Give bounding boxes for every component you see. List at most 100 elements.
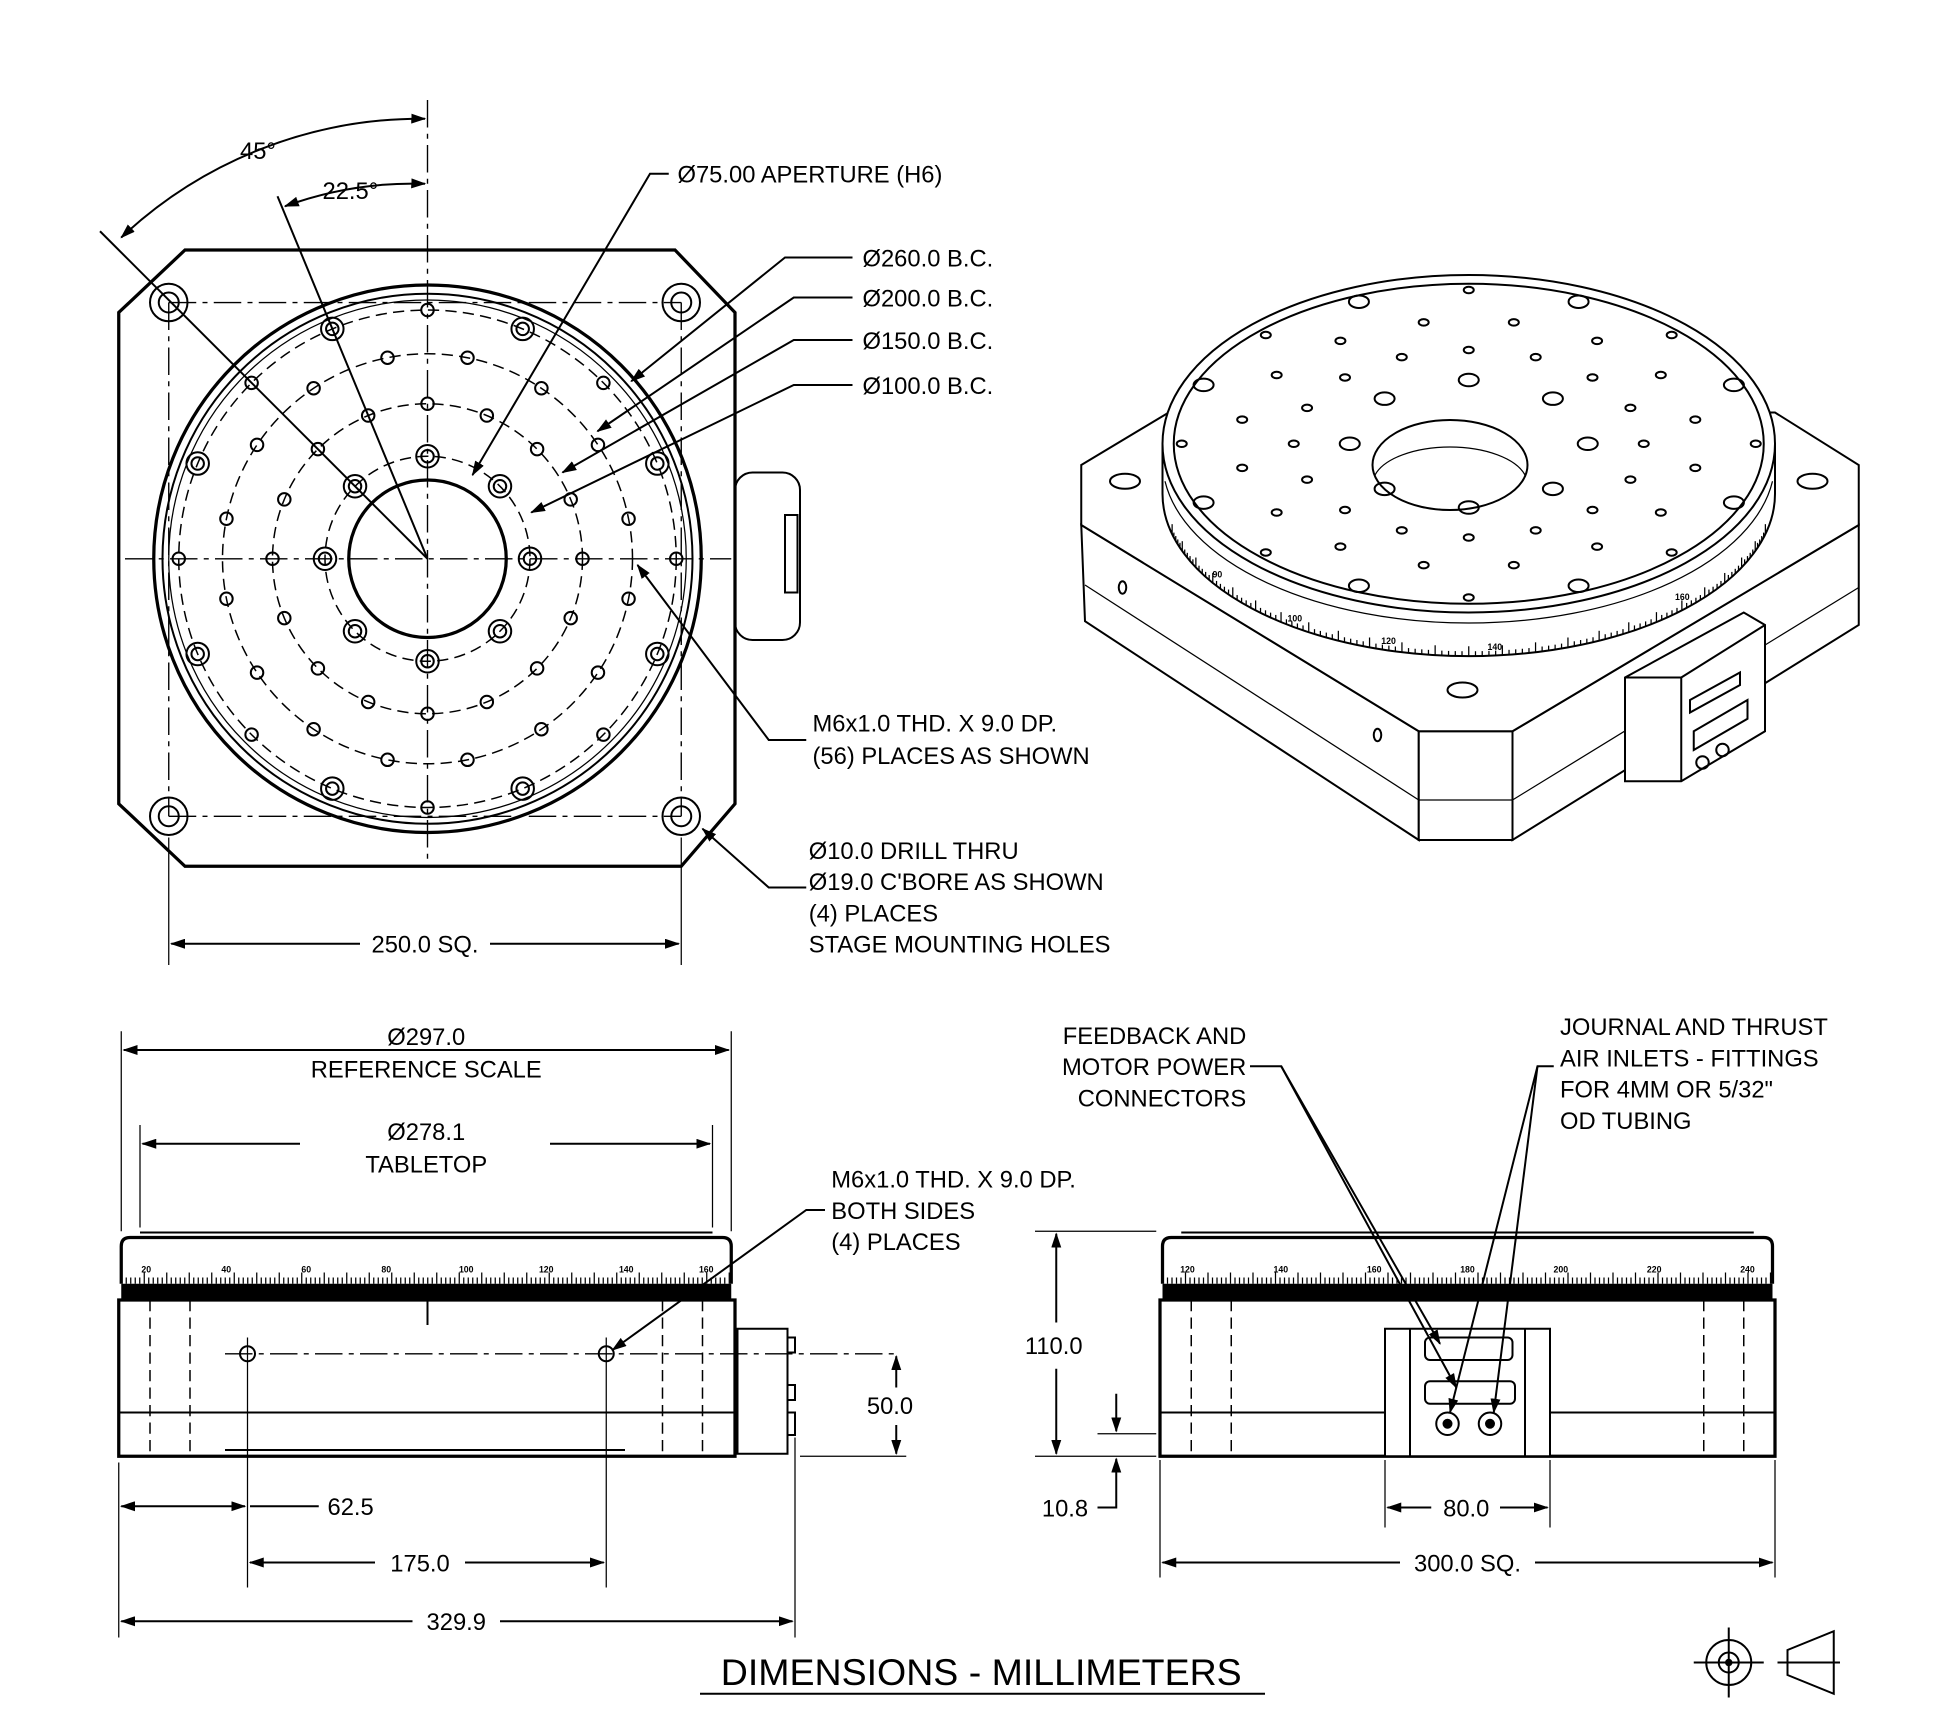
third-angle-projection-icon [1693,1627,1840,1698]
angle-22-5-label: 22.5° [323,178,379,205]
left-connector-housing [736,1327,789,1455]
iso-hole [1637,439,1650,449]
tapped-hole [669,551,684,567]
iso-hole [1270,508,1283,517]
scale-label: 240 [1740,1265,1755,1275]
tapped-hole [306,721,321,737]
tapped-hole [342,618,368,644]
iso-hole [1373,481,1396,497]
bolt-circle-100-label: Ø100.0 B.C. [863,373,994,400]
tapped-hole [342,474,368,499]
iso-hole [1462,285,1475,295]
iso-hole [1334,336,1347,346]
tapped-hole [306,381,321,396]
tapped-hole [479,408,495,423]
right-scale-band [1162,1283,1773,1299]
iso-hole [1334,542,1347,551]
tapped-hole [420,302,435,318]
tapped-holes-label-1: M6x1.0 THD. X 9.0 DP. [813,710,1058,737]
tapped-hole [310,441,326,457]
tapped-hole [590,665,606,680]
tapped-hole [320,316,345,342]
iso-hole [1567,294,1590,309]
tapped-hole [320,776,345,801]
right-scale-ticks [1166,1272,1772,1284]
iso-hole [1624,403,1637,413]
mounting-holes-label-2: Ø19.0 C'BORE AS SHOWN [809,869,1104,896]
tapped-hole [534,721,549,737]
height-dimension: 110.0 [1025,1333,1083,1360]
iso-hole [1624,475,1637,484]
tapped-hole [420,396,435,412]
base-offset-dimension: 10.8 [1042,1495,1088,1522]
iso-hole [1665,548,1678,557]
tabletop-diameter-caption: TABLETOP [365,1152,487,1179]
iso-hole [1270,370,1283,380]
angle-45-label: 45° [240,138,276,165]
iso-hole [1192,495,1215,510]
mounting-holes-label-4: STAGE MOUNTING HOLES [809,932,1111,959]
tapped-hole [415,444,440,469]
iso-hole [1689,415,1702,424]
tapped-hole [277,492,292,507]
air-inlets-label-4: OD TUBING [1560,1108,1692,1135]
iso-hole [1576,436,1599,452]
side-holes-label-2: BOTH SIDES [831,1198,975,1225]
left-scale-band [121,1283,732,1299]
tapped-hole [596,375,611,391]
side-holes-label-3: (4) PLACES [831,1229,960,1256]
angle-22-5-arc [283,178,427,208]
iso-disc-top [1161,274,1776,614]
bolt-circle-200-label: Ø200.0 B.C. [863,285,994,312]
scale-diameter-caption: REFERENCE SCALE [311,1057,542,1084]
top-view: 45° 22.5° Ø75.00 APERTURE (H6) Ø260.0 B.… [99,100,1111,966]
connectors-label-2: MOTOR POWER [1062,1054,1246,1081]
hole-height-dimension: 50.0 [867,1393,913,1420]
air-inlet-fitting [1477,1411,1503,1437]
mounting-holes-label-1: Ø10.0 DRILL THRU [809,838,1019,865]
iso-hole [1591,542,1604,551]
iso-hole [1417,318,1430,327]
left-tabletop [119,1235,733,1284]
tapped-holes-label-2: (56) PLACES AS SHOWN [813,743,1090,770]
iso-hole [1287,439,1300,449]
tapped-hole [360,694,376,710]
iso-hole [1654,508,1667,517]
tapped-hole [310,661,326,676]
tabletop-diameter-dimension: Ø278.1 [387,1119,465,1146]
tapped-hole [645,641,670,667]
iso-hole [1259,548,1272,557]
tapped-hole [621,591,636,606]
iso-hole [1586,505,1599,515]
tapped-hole [312,546,338,572]
iso-hole [1339,505,1352,515]
iso-scale-label: 120 [1381,636,1396,646]
iso-hole [1192,377,1215,393]
iso-aperture [1371,419,1529,512]
tapped-hole [510,316,535,342]
mounting-holes [149,282,701,837]
scale-label: 140 [619,1265,634,1275]
aperture-label: Ø75.00 APERTURE (H6) [678,162,943,189]
tapped-hole [360,408,376,423]
isometric-view: 100 120 140 160 90 [1080,274,1860,842]
iso-hole [1529,526,1542,535]
iso-scale-label: 100 [1288,613,1303,623]
scale-label: 20 [141,1265,151,1275]
connectors-label-1: FEEDBACK AND [1063,1023,1246,1050]
tapped-hole [249,665,265,680]
tapped-hole [219,511,234,527]
iso-hole [1541,391,1564,406]
iso-hole [1689,463,1702,473]
tapped-hole [185,641,210,667]
tapped-hole [510,776,535,801]
tapped-hole [563,610,578,626]
iso-hole [1591,336,1604,346]
drawing-title: DIMENSIONS - MILLIMETERS [721,1651,1242,1693]
scale-label: 100 [459,1265,474,1275]
iso-scale-label: 140 [1488,642,1503,652]
iso-hole [1395,526,1408,535]
tapped-hole [265,551,280,567]
iso-hole [1301,475,1314,484]
